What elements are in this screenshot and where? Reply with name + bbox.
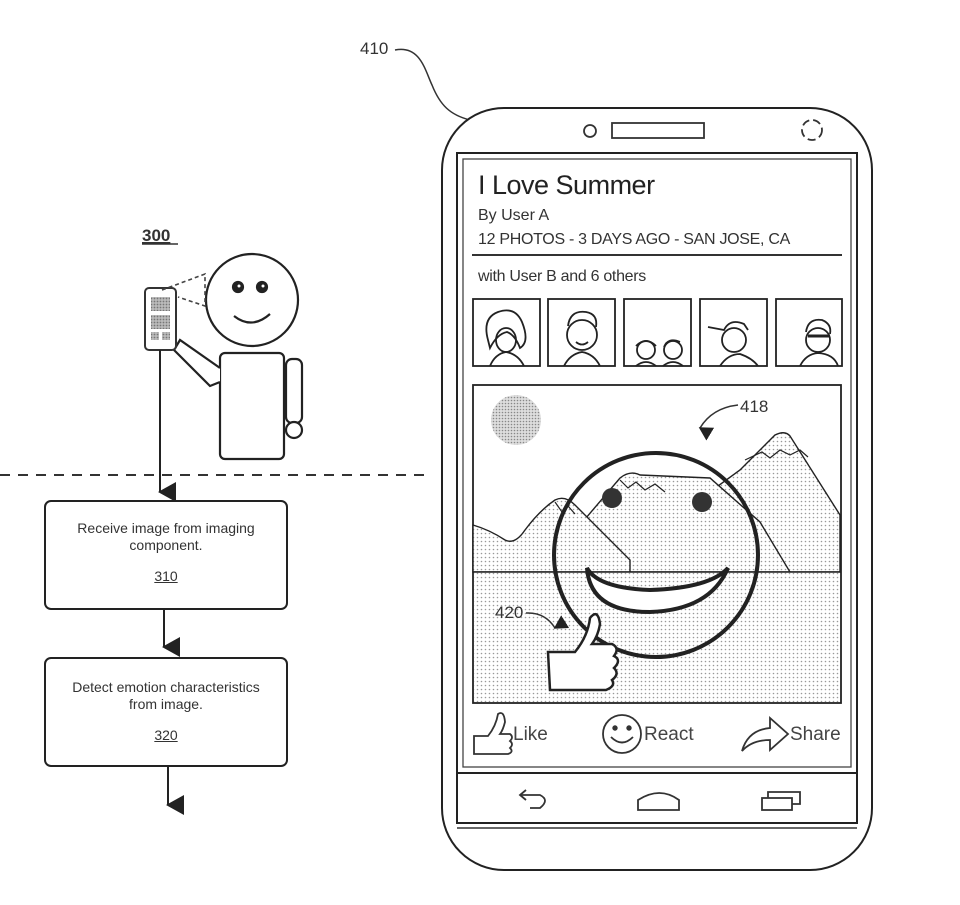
post-author[interactable]: By User A xyxy=(478,207,550,224)
ref-label-410: 410 xyxy=(360,39,388,58)
main-photo[interactable] xyxy=(472,384,842,704)
sun xyxy=(491,395,541,445)
leader-line-410 xyxy=(394,48,471,121)
post-meta: 12 PHOTOS - 3 DAYS AGO - SAN JOSE, CA xyxy=(478,231,790,248)
flow-step-text: Receive image from imaging component. xyxy=(77,520,255,553)
flow-step-ref: 310 xyxy=(154,568,178,584)
ref-label-420: 420 xyxy=(495,603,523,622)
like-button[interactable]: Like xyxy=(470,710,560,758)
back-button[interactable] xyxy=(505,780,565,820)
flow-step-ref: 320 xyxy=(154,727,178,743)
user-head xyxy=(204,252,300,348)
react-button[interactable]: React xyxy=(600,710,710,758)
post-tagged-users[interactable]: with User B and 6 others xyxy=(478,268,646,285)
user-body xyxy=(218,351,286,461)
user-figure xyxy=(172,252,304,461)
front-camera-icon xyxy=(583,124,597,138)
ref-label-300: 300 xyxy=(142,226,170,245)
home-icon xyxy=(637,792,680,811)
speaker-grille xyxy=(611,122,705,139)
back-icon xyxy=(518,789,546,809)
recent-apps-button[interactable] xyxy=(752,780,812,820)
thumbs-up-icon xyxy=(473,712,513,755)
flow-step-310: Receive image from imaging component. 31… xyxy=(44,500,288,610)
flow-step-320: Detect emotion characteristics from imag… xyxy=(44,657,288,767)
flow-step-text: Detect emotion characteristics from imag… xyxy=(72,679,260,712)
share-label: Share xyxy=(790,724,841,745)
react-label: React xyxy=(644,724,694,745)
share-button[interactable]: Share xyxy=(738,710,848,758)
recent-apps-icon xyxy=(761,791,801,811)
thumbnail-3[interactable] xyxy=(623,298,692,367)
thumbnail-5[interactable] xyxy=(775,298,843,367)
thumbnail-4[interactable] xyxy=(699,298,768,367)
home-button[interactable] xyxy=(628,780,688,820)
share-arrow-icon xyxy=(741,715,790,753)
thumbnail-2[interactable] xyxy=(547,298,616,367)
held-phone-icon xyxy=(144,272,206,351)
sensor-icon xyxy=(801,119,823,141)
thumbnail-strip xyxy=(472,298,843,367)
ref-label-418: 418 xyxy=(740,397,768,416)
reaction-overlay-420[interactable] xyxy=(546,612,620,692)
post-title: I Love Summer xyxy=(478,170,655,200)
like-label: Like xyxy=(513,724,548,745)
emotion-overlay-418[interactable] xyxy=(552,451,760,659)
smiley-icon xyxy=(602,714,642,754)
thumbnail-1[interactable] xyxy=(472,298,541,367)
